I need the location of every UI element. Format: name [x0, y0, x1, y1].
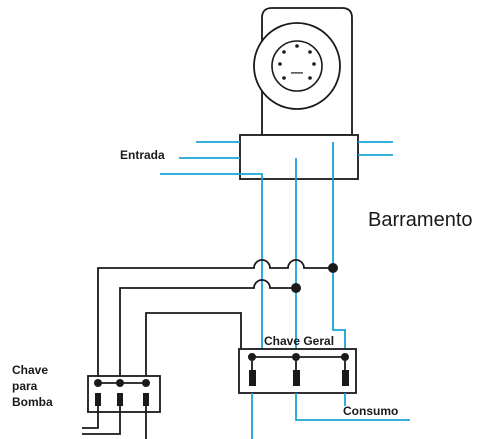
feeder-left — [240, 173, 263, 360]
bus-junction-1 — [328, 263, 338, 273]
entrada-lines — [160, 141, 393, 175]
barramento-wires — [87, 259, 338, 412]
chave-geral-contact-3 — [341, 353, 349, 361]
electric-meter: — — [239, 7, 359, 180]
bus-junction-2 — [291, 283, 301, 293]
chave-bomba-fuse-1 — [95, 393, 101, 406]
meter-display: — — [291, 65, 303, 79]
chave-bomba-switch — [82, 375, 161, 439]
chave-bomba-label-line3: Bomba — [12, 395, 53, 409]
consumo-label: Consumo — [343, 404, 398, 418]
entrada-label: Entrada — [120, 148, 165, 162]
meter-dial-dots — [278, 44, 316, 80]
chave-geral-fuse-3 — [342, 370, 349, 386]
chave-geral-switch: Chave Geral — [238, 334, 357, 394]
chave-bomba-contact-3 — [142, 379, 150, 387]
feeder-right — [332, 142, 346, 360]
chave-bomba-contact-2 — [116, 379, 124, 387]
consumo-lines — [251, 393, 410, 439]
chave-geral-contact-1 — [248, 353, 256, 361]
meter-base — [239, 134, 359, 180]
chave-bomba-contact-1 — [94, 379, 102, 387]
chave-geral-label: Chave Geral — [264, 334, 334, 348]
chave-bomba-fuse-3 — [143, 393, 149, 406]
chave-bomba-label-line2: para — [12, 379, 38, 393]
bus-wire-1 — [87, 259, 333, 412]
consumo-line-middle — [295, 393, 410, 421]
barramento-label: Barramento — [368, 209, 473, 231]
chave-bomba-fuse-2 — [117, 393, 123, 406]
bus-wire-2 — [119, 279, 296, 380]
chave-geral-fuse-2 — [293, 370, 300, 386]
chave-bomba-out-1 — [82, 406, 99, 429]
chave-bomba-out-2 — [82, 406, 121, 435]
chave-geral-contact-2 — [292, 353, 300, 361]
chave-geral-fuse-1 — [249, 370, 256, 386]
chave-bomba-label-line1: Chave — [12, 363, 48, 377]
bus-wire-3 — [145, 312, 242, 382]
